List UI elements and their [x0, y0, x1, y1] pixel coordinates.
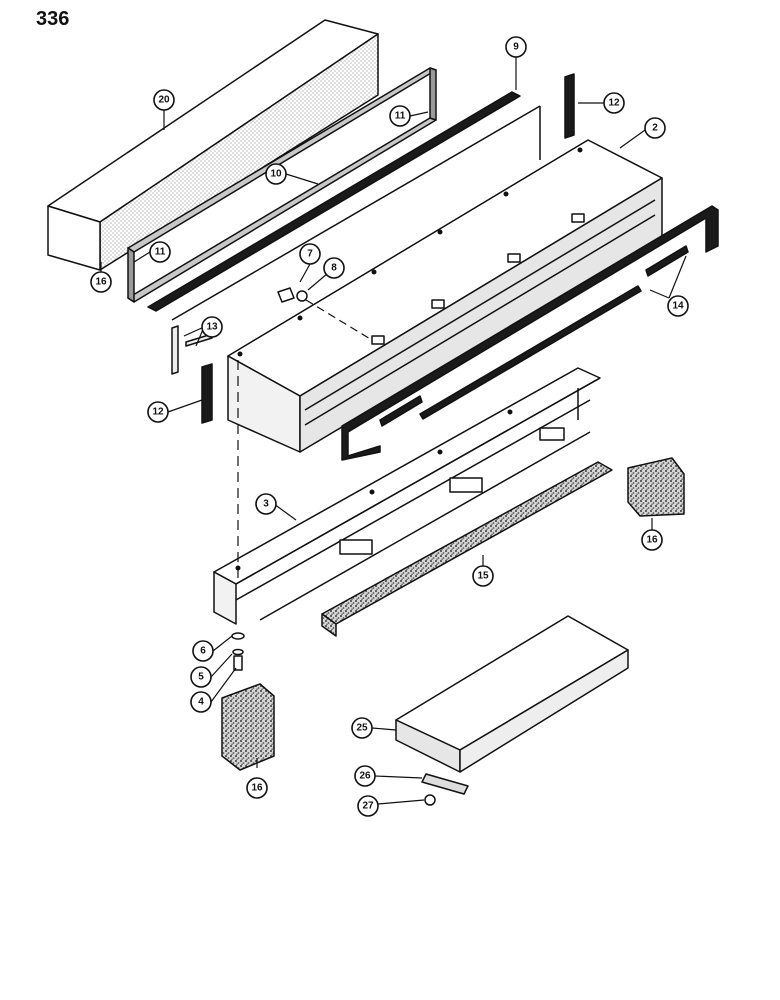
callout-3: 3 [255, 493, 277, 515]
callout-9-label: 9 [513, 42, 519, 53]
callout-10: 10 [265, 163, 287, 185]
side-seal-12-top [564, 73, 575, 139]
callout-7-label: 7 [307, 249, 313, 260]
callout-11-left: 11 [149, 241, 171, 263]
callout-3-label: 3 [263, 499, 269, 510]
callout-8-label: 8 [331, 263, 337, 274]
callout-7: 7 [299, 243, 321, 265]
foam-block-16-bottom [221, 683, 275, 771]
callout-4: 4 [190, 691, 212, 713]
washer-8 [296, 290, 308, 302]
wing-nut-27 [424, 794, 436, 806]
callout-27: 27 [357, 795, 379, 817]
callout-16-bottom-label: 16 [251, 783, 263, 794]
callout-20: 20 [153, 89, 175, 111]
callout-27-label: 27 [362, 801, 374, 812]
callout-12-bottom: 12 [147, 401, 169, 423]
side-seal-12-bottom [201, 363, 213, 424]
callout-16-right-label: 16 [646, 535, 658, 546]
seal-strip-9 [147, 91, 521, 312]
callout-26: 26 [354, 765, 376, 787]
washer-6 [231, 632, 245, 640]
callout-25-label: 25 [356, 723, 368, 734]
callout-12-top: 12 [603, 92, 625, 114]
clip-26 [421, 773, 469, 795]
callout-16-top-label: 16 [95, 277, 107, 288]
gasket-set-14 [341, 205, 719, 461]
callout-5-label: 5 [198, 672, 204, 683]
strip-10 [171, 105, 541, 321]
callout-9: 9 [505, 36, 527, 58]
washer-5 [232, 648, 244, 656]
filter-panel-20 [47, 19, 379, 271]
mounting-frame-3 [213, 367, 601, 625]
housing-2 [227, 139, 663, 453]
callout-11-top-label: 11 [395, 111, 406, 122]
tray-25 [395, 615, 629, 773]
callout-16-top: 16 [90, 271, 112, 293]
gasket-frame-11 [127, 67, 437, 303]
callout-13: 13 [201, 316, 223, 338]
callout-6-label: 6 [200, 646, 206, 657]
callout-2-label: 2 [652, 123, 658, 134]
callout-15-label: 15 [477, 571, 489, 582]
callout-11-left-label: 11 [155, 247, 166, 258]
callout-6: 6 [192, 640, 214, 662]
bolt-7 [277, 287, 295, 303]
callout-2: 2 [644, 117, 666, 139]
callout-10-label: 10 [270, 169, 282, 180]
page-number: 336 [36, 8, 70, 30]
callout-11-top: 11 [389, 105, 411, 127]
foam-strip-15 [321, 461, 613, 637]
callout-15: 15 [472, 565, 494, 587]
callout-8: 8 [323, 257, 345, 279]
callout-12-top-label: 12 [608, 98, 620, 109]
callout-14: 14 [667, 295, 689, 317]
callout-16-bottom: 16 [246, 777, 268, 799]
callout-5: 5 [190, 666, 212, 688]
callout-25: 25 [351, 717, 373, 739]
foam-block-16-right [627, 457, 685, 517]
callout-14-label: 14 [672, 301, 684, 312]
bolt-4 [233, 655, 243, 671]
callout-20-label: 20 [158, 95, 170, 106]
callout-16-right: 16 [641, 529, 663, 551]
callout-12-bottom-label: 12 [152, 407, 164, 418]
callout-26-label: 26 [359, 771, 371, 782]
callout-13-label: 13 [206, 322, 218, 333]
callout-4-label: 4 [198, 697, 204, 708]
